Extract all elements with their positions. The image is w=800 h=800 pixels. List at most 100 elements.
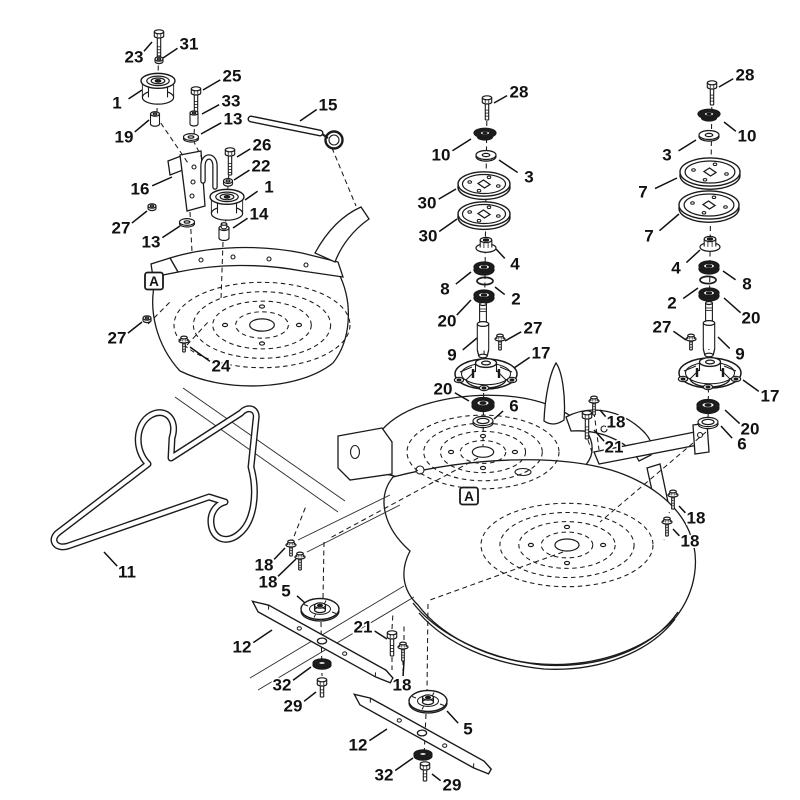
part-number-label: 33 xyxy=(222,92,241,111)
leader-line xyxy=(296,595,306,604)
part-number-label: 29 xyxy=(284,697,303,716)
leader-line xyxy=(438,188,457,200)
section-marker-label: A xyxy=(149,274,159,289)
part-number-label: 32 xyxy=(375,766,394,785)
idler-bracket-16 xyxy=(167,150,218,212)
washer-3-right xyxy=(698,129,720,142)
nut-31 xyxy=(154,56,164,65)
part-number-label: 24 xyxy=(212,357,231,376)
part-number-label: 20 xyxy=(742,309,761,328)
cup-washer-10-center xyxy=(473,127,497,141)
screw-18-deck-a xyxy=(588,395,600,416)
disc-30a xyxy=(457,171,511,201)
part-number-label: 18 xyxy=(393,676,412,695)
leader-line xyxy=(162,47,178,59)
part-number-label: 23 xyxy=(125,48,144,67)
leader-line xyxy=(394,757,414,772)
part-number-label: 7 xyxy=(638,183,647,202)
leader-line xyxy=(232,217,248,229)
bearing-20-right-upper xyxy=(698,287,720,302)
leader-line xyxy=(244,190,258,201)
part-number-label: 25 xyxy=(223,67,242,86)
leader-line xyxy=(462,337,478,351)
part-number-label: 18 xyxy=(259,573,278,592)
bolt-28-right xyxy=(706,80,718,106)
leader-line xyxy=(252,629,273,644)
bolt-29b xyxy=(419,761,431,782)
leader-line xyxy=(446,710,459,724)
leader-line xyxy=(201,104,220,115)
washer-32b xyxy=(413,749,433,761)
leader-line xyxy=(673,330,687,341)
leader-line xyxy=(654,177,678,190)
leader-line xyxy=(724,409,741,425)
leader-line xyxy=(456,299,472,316)
part-number-label: 18 xyxy=(607,413,626,432)
leader-line xyxy=(504,331,522,342)
leader-line xyxy=(151,176,173,187)
screw-18-deck-c xyxy=(661,516,673,537)
deck-detail-view-fragment xyxy=(150,206,370,513)
bearing-20-center-lower xyxy=(471,396,495,413)
leader-line xyxy=(493,410,504,420)
leader-line xyxy=(103,551,118,567)
leader-line xyxy=(672,528,680,537)
spacer-33 xyxy=(189,110,199,127)
part-number-label: 12 xyxy=(233,638,252,657)
blade-12b xyxy=(352,693,493,775)
leader-line xyxy=(718,78,734,88)
clutch-rod-15 xyxy=(247,115,344,150)
part-number-label: 8 xyxy=(742,275,751,294)
leader-line xyxy=(299,108,318,122)
leader-line xyxy=(454,392,470,402)
screw-27-right xyxy=(685,333,697,351)
part-number-label: 21 xyxy=(605,438,624,457)
leader-line xyxy=(455,271,472,285)
deck-fragment-spindle-seat xyxy=(173,281,351,369)
part-number-label: 26 xyxy=(253,136,272,155)
leader-line xyxy=(742,379,760,393)
part-number-label: 8 xyxy=(440,280,449,299)
nut-22 xyxy=(222,177,234,187)
part-number-label: 30 xyxy=(419,227,438,246)
part-number-label: 18 xyxy=(687,509,706,528)
disc-30b xyxy=(457,201,511,231)
part-number-label: 27 xyxy=(112,219,131,238)
flange-nut-4-center xyxy=(475,236,497,253)
part-number-label: 3 xyxy=(662,146,671,165)
part-number-label: 10 xyxy=(738,127,757,146)
ring-2-right xyxy=(699,275,717,285)
leader-line xyxy=(292,666,312,681)
leader-line xyxy=(599,409,607,418)
washer-32a xyxy=(312,658,332,670)
leader-line xyxy=(685,249,701,264)
leader-line xyxy=(189,346,211,362)
bolt-26 xyxy=(224,147,236,176)
part-number-label: 21 xyxy=(354,618,373,637)
part-number-label: 27 xyxy=(524,319,543,338)
part-number-label: 17 xyxy=(761,387,780,406)
leader-line xyxy=(402,660,405,677)
part-number-label: 12 xyxy=(349,736,368,755)
part-number-label: 10 xyxy=(432,146,451,165)
ring-2-center xyxy=(476,276,494,286)
bolt-28-center xyxy=(481,95,493,121)
part-number-label: 20 xyxy=(438,312,457,331)
screw-18-e xyxy=(294,551,306,571)
leader-line xyxy=(720,425,733,439)
leader-line xyxy=(493,94,508,104)
leader-line xyxy=(128,89,143,100)
part-number-label: 3 xyxy=(524,168,533,187)
leader-line xyxy=(723,297,742,314)
part-number-label: 32 xyxy=(273,676,292,695)
washer-13a xyxy=(182,133,200,143)
bearing-20-center-upper xyxy=(473,289,495,304)
leader-line xyxy=(438,218,458,233)
part-number-label: 28 xyxy=(736,66,755,85)
leader-line xyxy=(161,225,181,239)
leader-line xyxy=(236,148,251,158)
leader-line xyxy=(494,286,506,296)
leader-line xyxy=(303,691,317,702)
leader-line xyxy=(127,321,143,334)
